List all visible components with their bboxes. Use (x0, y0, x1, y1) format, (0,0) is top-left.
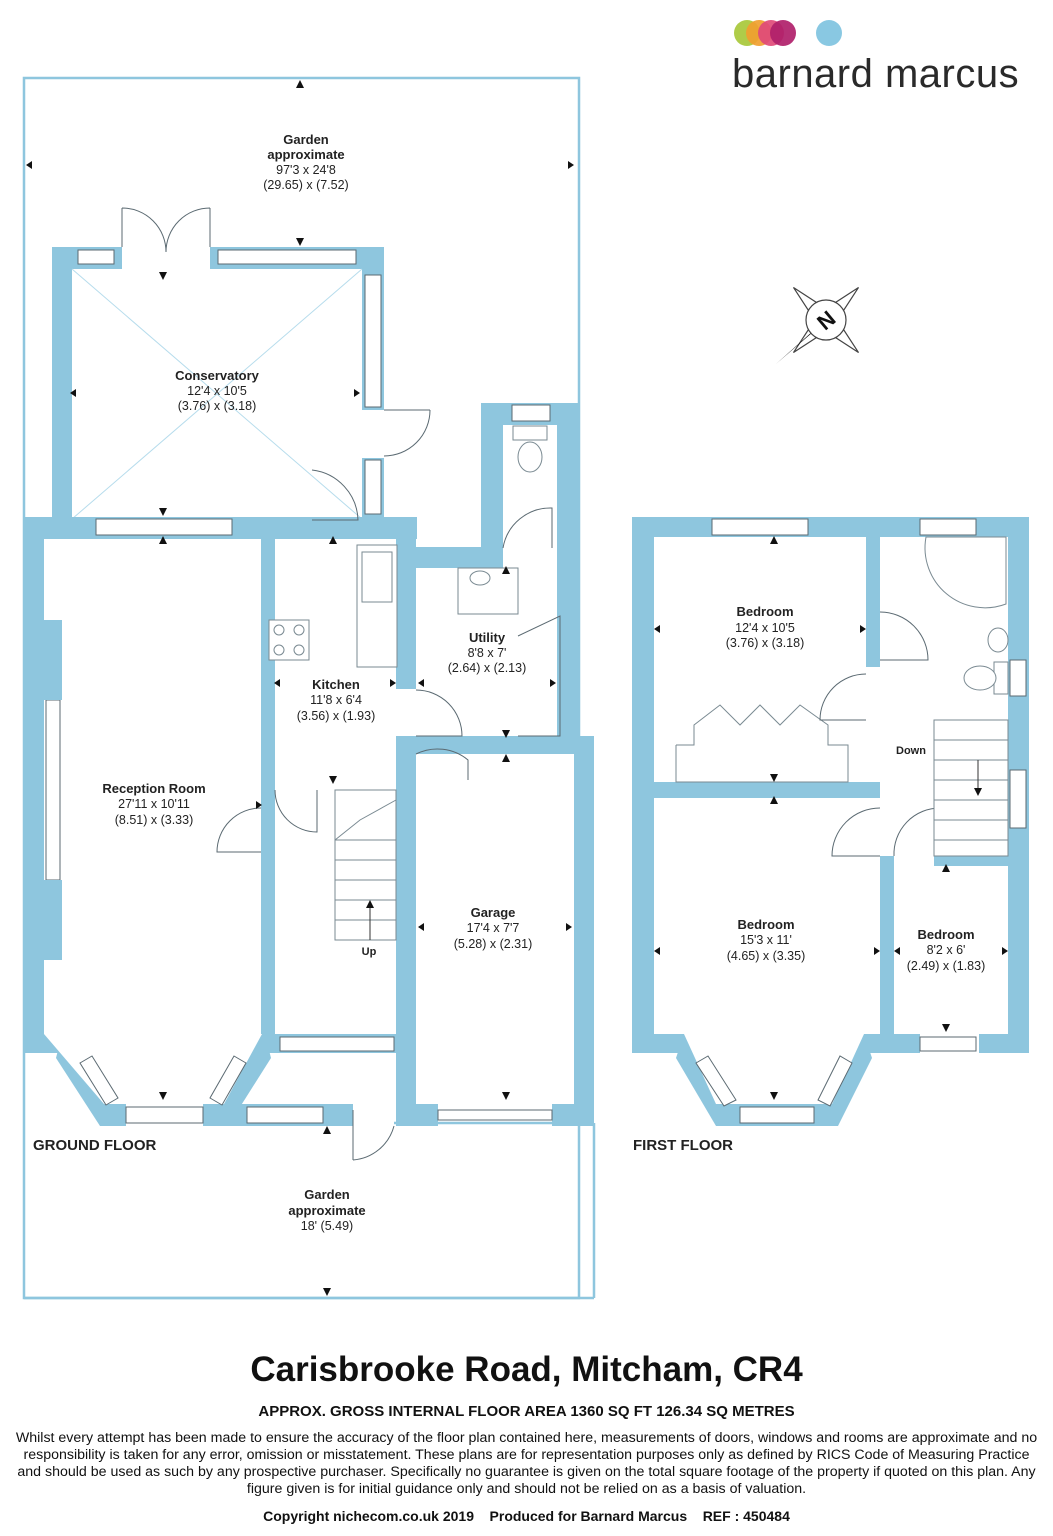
room-name: approximate (267, 147, 344, 162)
room-name: Garden (304, 1187, 350, 1202)
window (711, 518, 809, 536)
window (95, 518, 233, 536)
first-floor-walls (632, 517, 1029, 1126)
staircase-ground (334, 789, 397, 941)
first-floor-label: FIRST FLOOR (633, 1137, 733, 1154)
room-dimensions: 18' (5.49) (301, 1219, 353, 1233)
room-dimensions: 8'2 x 6' (927, 943, 966, 957)
room-dimensions: 15'3 x 11' (740, 933, 792, 947)
room-garden-front: Garden approximate 18' (5.49) (288, 1187, 365, 1233)
room-bedroom-2: Bedroom 15'3 x 11' (4.65) x (3.35) (727, 917, 806, 963)
room-dimensions: 17'4 x 7'7 (467, 921, 520, 935)
room-name: Garden (283, 132, 329, 147)
room-name: approximate (288, 1203, 365, 1218)
room-garage: Garage 17'4 x 7'7 (5.28) x (2.31) (454, 905, 533, 951)
stairs-down-label: Down (896, 745, 926, 757)
room-dimensions: (3.76) x (3.18) (726, 636, 805, 650)
room-garden-rear: Garden approximate 97'3 x 24'8 (29.65) x… (263, 132, 348, 192)
stairs-up-label: Up (362, 946, 377, 958)
room-dimensions: (3.76) x (3.18) (178, 399, 257, 413)
brand-name: barnard marcus (732, 52, 1020, 96)
floor-plan: N (22, 76, 1029, 1300)
window (217, 249, 357, 265)
room-dimensions: (29.65) x (7.52) (263, 178, 348, 192)
room-utility: Utility 8'8 x 7' (2.64) x (2.13) (448, 630, 527, 675)
dimension-arrows (26, 80, 1008, 1296)
room-dimensions: (5.28) x (2.31) (454, 937, 533, 951)
room-dimensions: 27'11 x 10'11 (118, 797, 190, 811)
room-dimensions: (4.65) x (3.35) (727, 949, 806, 963)
room-dimensions: 12'4 x 10'5 (187, 384, 247, 398)
room-name: Conservatory (175, 368, 260, 383)
floor-area: APPROX. GROSS INTERNAL FLOOR AREA 1360 S… (258, 1403, 795, 1420)
toilet-bowl-icon (517, 441, 543, 473)
room-dimensions: 8'8 x 7' (468, 646, 507, 660)
copyright: Copyright nichecom.co.uk 2019 Produced f… (263, 1508, 790, 1524)
brand-logo: barnard marcus (732, 18, 1032, 98)
window (45, 699, 61, 881)
room-name: Reception Room (102, 781, 205, 796)
window (279, 1036, 395, 1052)
room-dimensions: (2.49) x (1.83) (907, 959, 986, 973)
window (364, 274, 382, 408)
logo-dot (770, 20, 796, 46)
ground-floor-label: GROUND FLOOR (33, 1137, 156, 1154)
disclaimer: Whilst every attempt has been made to en… (15, 1430, 1038, 1497)
conservatory-walls (52, 207, 431, 520)
room-dimensions: 12'4 x 10'5 (735, 621, 795, 635)
window (125, 1106, 204, 1124)
annex-walls (398, 403, 579, 753)
window (739, 1106, 815, 1124)
window (77, 249, 115, 265)
room-dimensions: (2.64) x (2.13) (448, 661, 527, 675)
room-conservatory: Conservatory 12'4 x 10'5 (3.76) x (3.18) (175, 368, 260, 413)
basin-icon (469, 570, 491, 586)
room-dimensions: (8.51) x (3.33) (115, 813, 194, 827)
window (1009, 769, 1027, 829)
room-name: Garage (471, 905, 516, 920)
window (246, 1106, 324, 1124)
ground-floor-walls (24, 469, 594, 1161)
hob-icon (268, 619, 310, 661)
room-bedroom-1: Bedroom 12'4 x 10'5 (3.76) x (3.18) (726, 604, 805, 650)
room-name: Bedroom (736, 604, 793, 619)
sink-icon (361, 551, 393, 603)
room-bedroom-3: Bedroom 8'2 x 6' (2.49) x (1.83) (907, 927, 986, 973)
logo-dot (816, 20, 842, 46)
room-dimensions: 11'8 x 6'4 (310, 693, 362, 707)
room-name: Bedroom (917, 927, 974, 942)
staircase-first (933, 719, 1009, 857)
toilet-bowl-icon (963, 665, 997, 691)
window (364, 459, 382, 515)
toilet-icon (512, 425, 548, 441)
window (511, 404, 551, 422)
room-name: Bedroom (737, 917, 794, 932)
window (919, 1036, 977, 1052)
room-kitchen: Kitchen 11'8 x 6'4 (3.56) x (1.93) (297, 677, 376, 723)
bath-icon (924, 536, 1007, 609)
window (437, 1109, 553, 1121)
property-address: Carisbrooke Road, Mitcham, CR4 (250, 1350, 803, 1389)
basin-icon (987, 627, 1009, 653)
room-name: Kitchen (312, 677, 360, 692)
window (1009, 659, 1027, 697)
compass-icon: N (776, 286, 860, 364)
room-name: Utility (469, 630, 506, 645)
window (919, 518, 977, 536)
room-dimensions: (3.56) x (1.93) (297, 709, 376, 723)
room-reception: Reception Room 27'11 x 10'11 (8.51) x (3… (102, 781, 205, 827)
room-dimensions: 97'3 x 24'8 (276, 163, 336, 177)
